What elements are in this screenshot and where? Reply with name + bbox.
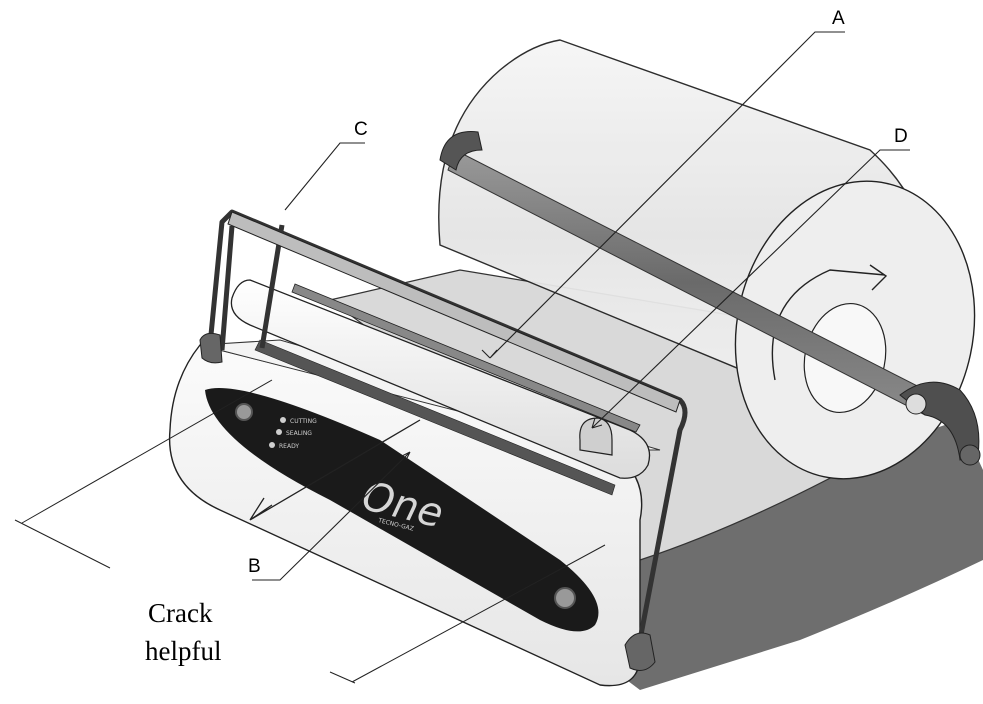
roll-rotation-arrow bbox=[771, 264, 888, 381]
caption-line-2: helpful bbox=[145, 636, 221, 666]
callout-a-leader bbox=[481, 31, 845, 359]
callout-d-label: D bbox=[894, 126, 908, 147]
handle-right-foot bbox=[624, 632, 656, 671]
cutter-slot bbox=[291, 283, 641, 433]
handle-left-foot bbox=[199, 332, 223, 364]
callout-d-leader bbox=[591, 149, 910, 429]
cutter-blade-slider[interactable] bbox=[579, 417, 613, 456]
sealing-strip bbox=[254, 339, 616, 496]
callout-a-label: A bbox=[832, 8, 845, 29]
axle-left-holder bbox=[439, 131, 483, 171]
indicator-label-1: CUTTING bbox=[290, 418, 317, 425]
paper-direction-arrow bbox=[249, 419, 421, 521]
seal-button[interactable] bbox=[554, 587, 576, 609]
width-dimension-line bbox=[14, 379, 606, 684]
indicator-led-2 bbox=[276, 429, 282, 435]
power-button[interactable] bbox=[235, 403, 253, 421]
indicator-led-3 bbox=[269, 442, 275, 448]
right-foot-knob bbox=[959, 444, 981, 466]
indicator-label-2: SEALING bbox=[286, 430, 312, 437]
cutter-rail bbox=[230, 279, 651, 479]
indicator-led-1 bbox=[280, 417, 286, 423]
handle-frame-inner bbox=[227, 211, 681, 413]
callout-c-leader bbox=[284, 142, 365, 211]
axle-knob bbox=[905, 393, 927, 415]
callout-b-label: B bbox=[248, 556, 261, 577]
control-panel bbox=[205, 388, 599, 632]
indicator-label-3: READY bbox=[279, 443, 299, 450]
callout-c-label: C bbox=[354, 119, 368, 140]
callout-b-leader bbox=[252, 451, 411, 581]
caption-line-1: Crack bbox=[148, 598, 213, 628]
